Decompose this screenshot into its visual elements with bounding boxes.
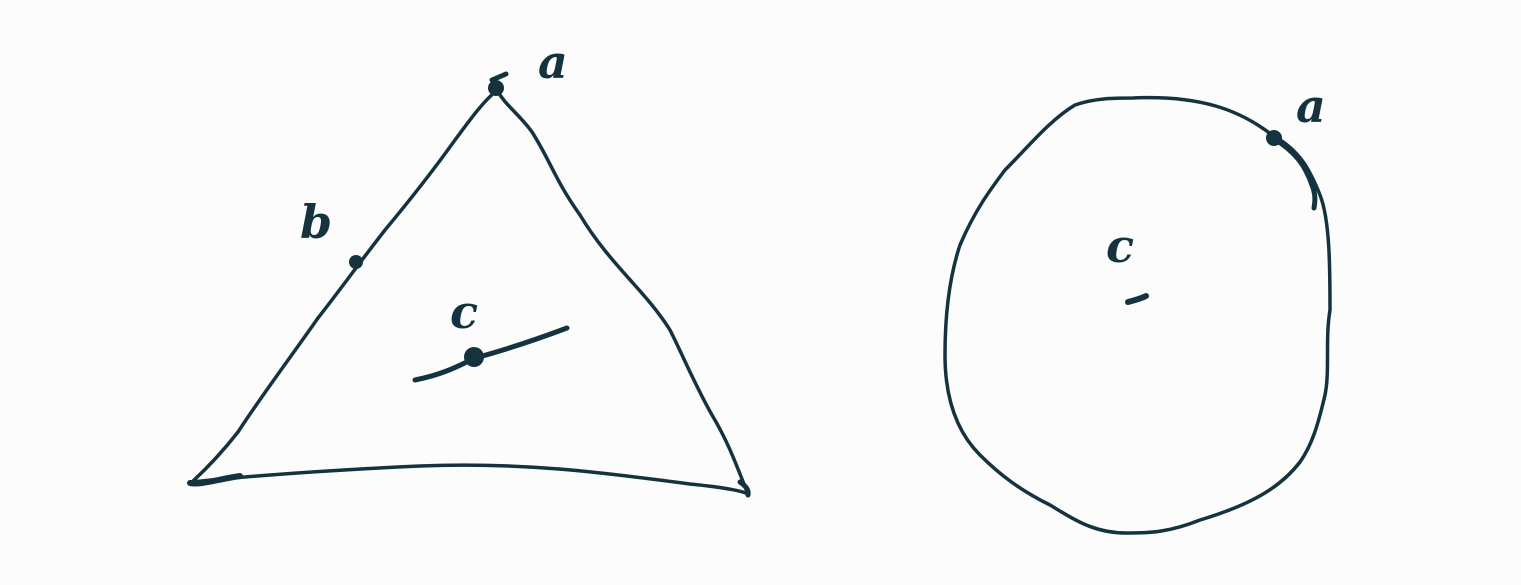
triangle-center-point [464,347,484,367]
triangle-center-label: c [450,285,478,339]
triangle-outline [190,88,750,496]
circle-center-label: c [1106,219,1134,273]
triangle-corner-bottom-left [187,473,243,487]
circle-center-point [1125,293,1149,305]
triangle-figure: a b c [187,35,751,498]
circle-boundary-label: a [1296,79,1326,133]
triangle-vertex-point [488,80,504,96]
triangle-corner-bottom-right [737,479,751,498]
circle-boundary-mark [1273,137,1318,211]
triangle-vertex-mark [489,71,509,83]
triangle-vertex-label: a [538,35,568,89]
triangle-side-point [349,255,363,269]
circle-outline [943,95,1332,535]
triangle-side-label: b [300,195,332,249]
circle-figure: a c [943,79,1332,535]
